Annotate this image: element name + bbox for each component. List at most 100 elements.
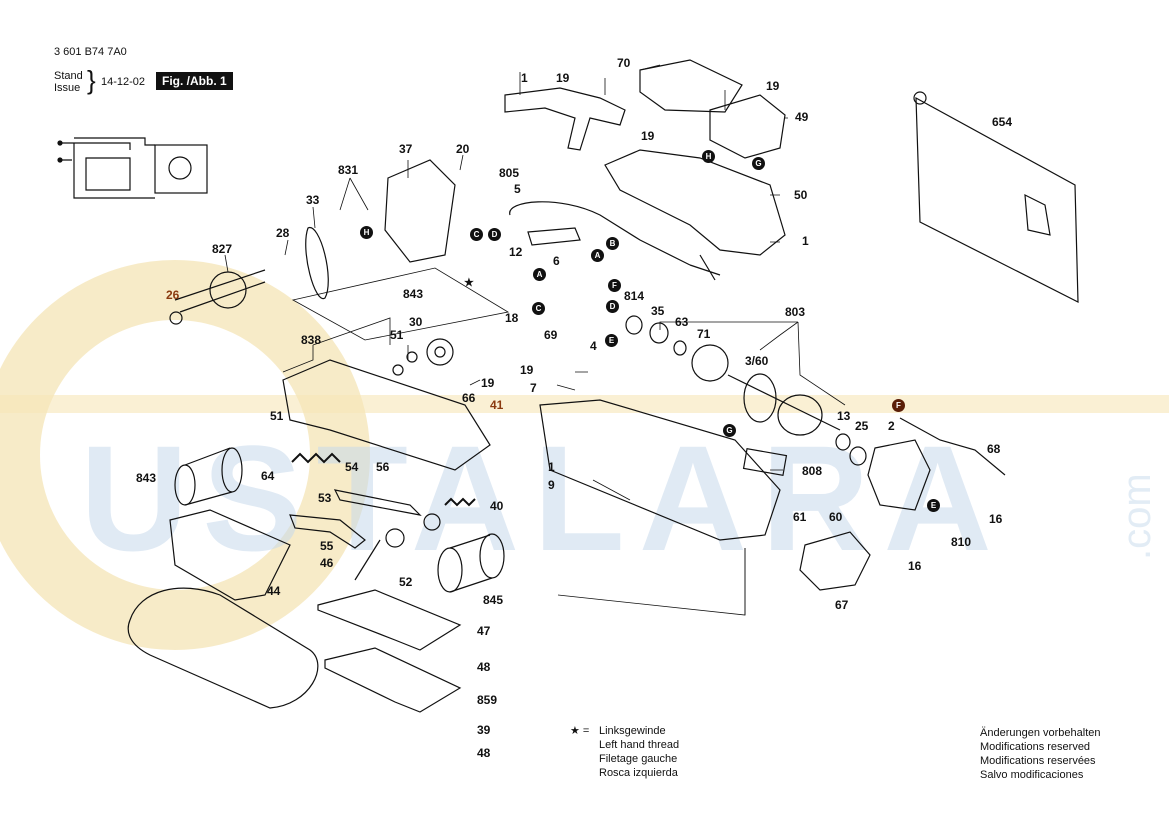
part-number: 48 <box>477 746 491 760</box>
part-number: 68 <box>987 442 1001 456</box>
connection-marker: C <box>532 302 545 315</box>
part-number: 26 <box>166 288 180 302</box>
connection-marker: D <box>488 228 501 241</box>
part-number: 61 <box>793 510 807 524</box>
part-number: 25 <box>855 419 869 433</box>
legend-line: Filetage gauche <box>599 753 678 765</box>
legend-line: Rosca izquierda <box>599 767 678 779</box>
part-number: 2 <box>888 419 895 433</box>
part-number: 33 <box>306 193 320 207</box>
left-hand-thread-legend: ★ = <box>570 724 589 738</box>
connection-marker: B <box>606 237 619 250</box>
part-number: 55 <box>320 539 334 553</box>
cover-70 <box>639 59 743 113</box>
connection-marker: H <box>702 150 715 163</box>
connection-marker: C <box>470 228 483 241</box>
modifications-line: Änderungen vorbehalten <box>980 727 1101 739</box>
housing-left-838 <box>282 359 491 471</box>
part-number: 48 <box>477 660 491 674</box>
part-number: 44 <box>267 584 281 598</box>
housing-37 <box>384 159 456 263</box>
part-number: 843 <box>136 471 157 485</box>
watermark-text: USTALARA <box>80 414 1006 582</box>
part-number: 46 <box>320 556 334 570</box>
part-number: 831 <box>338 163 359 177</box>
part-number: 1 <box>802 234 809 248</box>
part-number: 859 <box>477 693 498 707</box>
part-number: 16 <box>908 559 922 573</box>
part-number: 63 <box>675 315 689 329</box>
part-number: 13 <box>837 409 851 423</box>
legend-line: Left hand thread <box>599 739 680 751</box>
part-number: 654 <box>992 115 1013 129</box>
part-number: 19 <box>641 129 655 143</box>
part-number: 6 <box>553 254 560 268</box>
issue-date: 14-12-02 <box>101 76 146 88</box>
part-number: 20 <box>456 142 470 156</box>
brace-icon: } <box>87 65 96 95</box>
part-number: 5 <box>514 182 521 196</box>
part-number: 4 <box>590 339 597 353</box>
part-number: 3/60 <box>745 354 769 368</box>
part-number: 64 <box>261 469 275 483</box>
part-number: 1 <box>521 71 528 85</box>
part-number: 37 <box>399 142 413 156</box>
modifications-line: Modifications reservées <box>980 755 1096 767</box>
part-number: 12 <box>509 245 523 259</box>
part-number: 71 <box>697 327 711 341</box>
circuit-schematic <box>57 137 208 199</box>
connection-marker: A <box>533 268 546 281</box>
connection-marker: G <box>752 157 765 170</box>
part-number: 19 <box>766 79 780 93</box>
part-number: 7 <box>530 381 537 395</box>
connection-marker: E <box>927 499 940 512</box>
connection-marker: F <box>892 399 905 412</box>
part-number: 19 <box>481 376 495 390</box>
svg-text:.com: .com <box>1115 473 1159 560</box>
part-number: 53 <box>318 491 332 505</box>
part-number: 16 <box>989 512 1003 526</box>
modifications-line: Modifications reserved <box>980 741 1091 753</box>
part-number: 810 <box>951 535 972 549</box>
part-number: 51 <box>270 409 284 423</box>
part-number: 9 <box>548 478 555 492</box>
housing-49 <box>709 94 786 159</box>
part-number: 808 <box>802 464 823 478</box>
part-number: 67 <box>835 598 849 612</box>
part-number: 30 <box>409 315 423 329</box>
doc-number: 3 601 B74 7A0 <box>54 46 127 58</box>
modifications-line: Salvo modificaciones <box>980 769 1084 781</box>
part-number: 845 <box>483 593 504 607</box>
part-number: 69 <box>544 328 558 342</box>
part-number: 52 <box>399 575 413 589</box>
legend-symbol: ★ = <box>570 725 590 737</box>
part-number: 50 <box>794 188 808 202</box>
housing-right <box>539 399 781 541</box>
part-number: 838 <box>301 333 322 347</box>
part-number: 19 <box>520 363 534 377</box>
handle-top-part <box>504 87 626 151</box>
connection-marker: F <box>608 279 621 292</box>
connection-marker: H <box>360 226 373 239</box>
connection-marker: E <box>605 334 618 347</box>
issue-label: Issue <box>54 82 81 94</box>
part-number: 28 <box>276 226 290 240</box>
part-number: 35 <box>651 304 665 318</box>
stand-label: Stand <box>54 70 83 82</box>
part-number: 54 <box>345 460 359 474</box>
sanding-belt <box>127 587 319 709</box>
dust-bag-654 <box>915 96 1079 303</box>
part-number: 827 <box>212 242 233 256</box>
part-number: 843 <box>403 287 424 301</box>
part-number: 70 <box>617 56 631 70</box>
legend-line: Linksgewinde <box>599 725 666 737</box>
part-number: 19 <box>556 71 570 85</box>
part-number: 56 <box>376 460 390 474</box>
connection-marker: D <box>606 300 619 313</box>
part-number: 47 <box>477 624 491 638</box>
part-number: 66 <box>462 391 476 405</box>
part-number: 49 <box>795 110 809 124</box>
part-number: 803 <box>785 305 806 319</box>
